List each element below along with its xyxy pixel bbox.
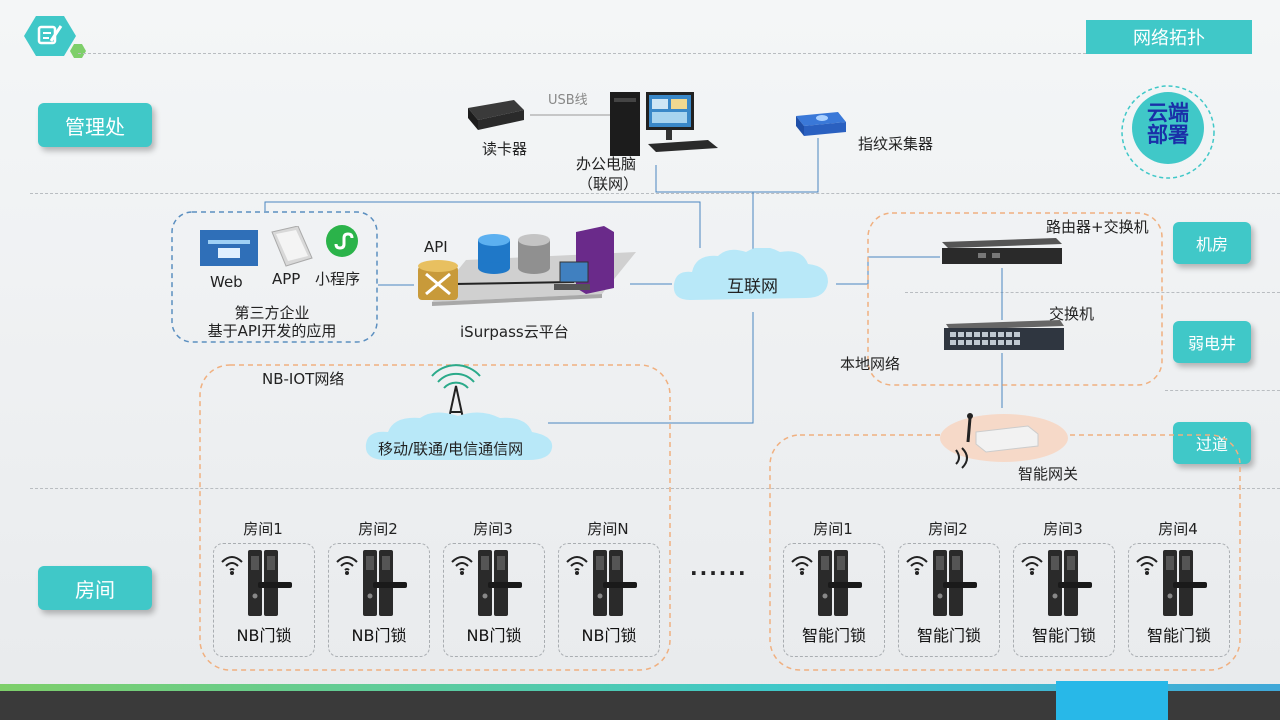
- third-party-sublabel: 基于API开发的应用: [207, 322, 337, 340]
- nb-lock-label: NB门锁: [351, 626, 407, 645]
- internet-cloud-icon: [670, 247, 836, 316]
- smart-room-card: 智能门锁: [1013, 543, 1115, 657]
- door-lock-icon: [1018, 546, 1110, 622]
- smart-lock-label: 智能门锁: [1031, 626, 1096, 645]
- nb-room-card: NB门锁: [213, 543, 315, 657]
- web-icon: [200, 230, 258, 270]
- door-lock-icon: [448, 546, 540, 622]
- zone-corridor: 过道: [1173, 422, 1251, 464]
- cloud-deploy-badge: 云端部署: [1120, 84, 1216, 180]
- footer-accent-block: [1056, 681, 1168, 720]
- nb-room-name: 房间1: [243, 520, 283, 538]
- badge-text: 云端部署: [1147, 101, 1189, 147]
- door-lock-icon: [788, 546, 880, 622]
- door-lock-icon: [1133, 546, 1225, 622]
- smart-room-name: 房间4: [1158, 520, 1198, 538]
- platform-label: iSurpass云平台: [460, 323, 569, 341]
- nb-lock-label: NB门锁: [581, 626, 637, 645]
- smart-lock-label: 智能门锁: [1146, 626, 1211, 645]
- zone-divider: [30, 488, 1280, 489]
- door-lock-icon: [333, 546, 425, 622]
- card-reader-icon: [462, 96, 528, 140]
- smart-gateway-icon: [938, 408, 1070, 474]
- third-party-label: 第三方企业: [234, 304, 310, 322]
- router-label: 路由器+交换机: [1046, 218, 1149, 236]
- smart-room-card: 智能门锁: [783, 543, 885, 657]
- header-divider: [78, 53, 1086, 54]
- door-lock-icon: [218, 546, 310, 622]
- cell-tower-icon: [426, 362, 486, 438]
- carrier-network-label: 移动/联通/电信通信网: [378, 440, 524, 458]
- nbiot-label: NB-IOT网络: [262, 370, 345, 388]
- smart-lock-label: 智能门锁: [801, 626, 866, 645]
- zone-machine-room: 机房: [1173, 222, 1251, 264]
- ellipsis: ......: [690, 556, 748, 580]
- internet-label: 互联网: [727, 277, 778, 297]
- app-phone-icon: [268, 225, 314, 272]
- smart-room-card: 智能门锁: [898, 543, 1000, 657]
- nb-room-name: 房间3: [473, 520, 513, 538]
- nb-room-name: 房间2: [358, 520, 398, 538]
- zone-divider: [905, 292, 1280, 293]
- door-lock-icon: [903, 546, 995, 622]
- office-pc-sublabel: （联网）: [578, 175, 639, 193]
- smart-room-name: 房间2: [928, 520, 968, 538]
- zone-divider: [30, 193, 1280, 194]
- carrier-cloud-icon: [362, 410, 558, 470]
- smart-room-name: 房间3: [1043, 520, 1083, 538]
- app-label: APP: [272, 270, 301, 288]
- nb-room-name: 房间N: [587, 520, 629, 538]
- header-logo: [24, 14, 86, 58]
- platform-illustration: [414, 222, 638, 310]
- router-switch-icon: [938, 236, 1064, 272]
- zone-management: 管理处: [38, 103, 152, 147]
- mini-program-label: 小程序: [315, 270, 361, 288]
- nb-lock-label: NB门锁: [466, 626, 522, 645]
- zone-room: 房间: [38, 566, 152, 610]
- nb-room-card: NB门锁: [328, 543, 430, 657]
- fingerprint-collector-icon: [792, 108, 848, 144]
- office-pc-icon: [608, 88, 720, 164]
- web-label: Web: [210, 273, 243, 291]
- nb-lock-label: NB门锁: [236, 626, 292, 645]
- zone-weak-well: 弱电井: [1173, 321, 1251, 363]
- switch-label: 交换机: [1049, 305, 1095, 323]
- nb-room-card: NB门锁: [558, 543, 660, 657]
- fingerprint-label: 指纹采集器: [858, 135, 934, 153]
- nb-room-card: NB门锁: [443, 543, 545, 657]
- local-network-label: 本地网络: [840, 355, 901, 373]
- card-reader-label: 读卡器: [482, 140, 528, 158]
- switch-icon: [940, 318, 1066, 358]
- bottom-accent-bar: [0, 684, 1280, 691]
- door-lock-icon: [563, 546, 655, 622]
- usb-line-label: USB线: [548, 93, 588, 108]
- office-pc-label: 办公电脑: [576, 155, 637, 173]
- api-label: API: [424, 238, 448, 256]
- zone-divider: [1165, 390, 1280, 391]
- smart-lock-label: 智能门锁: [916, 626, 981, 645]
- mini-program-icon: [325, 224, 359, 262]
- smart-room-name: 房间1: [813, 520, 853, 538]
- smart-room-card: 智能门锁: [1128, 543, 1230, 657]
- smart-gateway-label: 智能网关: [1018, 465, 1079, 483]
- page-title: 网络拓扑: [1086, 20, 1252, 54]
